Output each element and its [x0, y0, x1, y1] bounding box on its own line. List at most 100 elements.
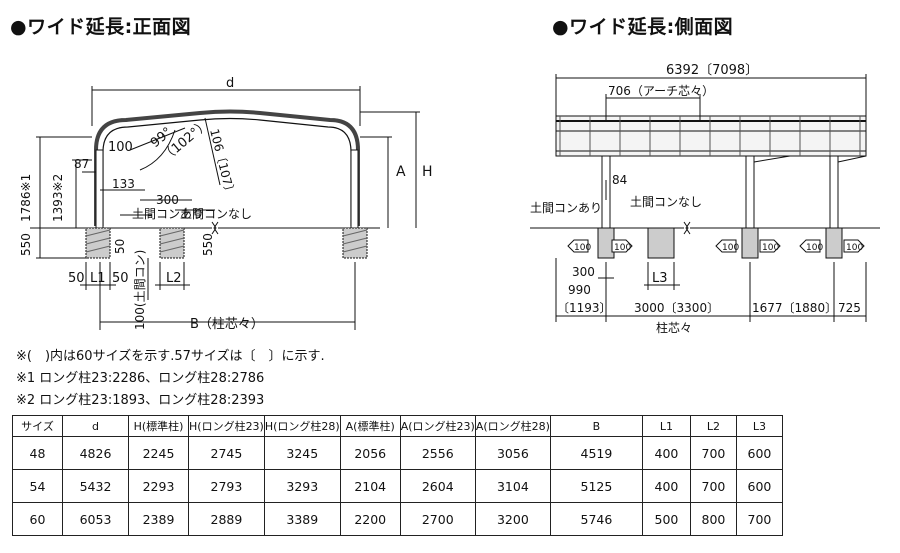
tag-100-1: 100 [574, 243, 591, 253]
dim-300-front: 300 [156, 193, 179, 207]
table-cell: 2389 [128, 502, 189, 536]
note-3: ※2 ロング柱23:1893、ロング柱28:2393 [16, 393, 265, 408]
label-doma-ari-side: 土間コンあり [530, 201, 602, 215]
dim-100-doma: 100(土間コン) [133, 250, 147, 330]
notes: ※( )内は60サイズを示す.57サイズは〔 〕に示す. ※1 ロング柱23:2… [16, 346, 325, 412]
table-cell: 5125 [549, 469, 643, 503]
table-cell: 2745 [188, 436, 265, 470]
table-cell: 500 [641, 502, 691, 536]
table-header: A(ロング柱23) [399, 415, 476, 437]
table-header: サイズ [12, 415, 63, 437]
table-header: A(標準柱) [339, 415, 401, 437]
table-cell: 2556 [399, 436, 476, 470]
dim-87: 87 [74, 157, 89, 171]
dim-106: 106〔107〕 [207, 127, 237, 198]
table-cell: 2293 [128, 469, 189, 503]
table-cell: 800 [689, 502, 737, 536]
table-cell: 3104 [474, 469, 551, 503]
dim-133: 133 [112, 177, 135, 191]
table-cell: 2793 [188, 469, 265, 503]
table-cell: 700 [689, 436, 737, 470]
dim-50-right: 50 [112, 271, 129, 286]
dim-50-left: 50 [68, 271, 85, 286]
table-cell: 54 [12, 469, 63, 503]
table-cell: 2056 [339, 436, 401, 470]
dim-1677: 1677〔1880〕 [752, 301, 837, 315]
table-header: d [62, 415, 129, 437]
tag-100-5: 100 [806, 243, 823, 253]
dim-1786: 1786※1 [19, 174, 33, 222]
dim-3000: 3000〔3300〕 [634, 301, 719, 315]
table-header-row: サイズ d H(標準柱) H(ロング柱23) H(ロング柱28) A(標準柱) … [12, 415, 783, 437]
table-cell: 3389 [263, 502, 341, 536]
table-cell: 3293 [263, 469, 341, 503]
label-doma-nashi-front: 土間コンなし [180, 207, 252, 221]
table-cell: 2104 [339, 469, 401, 503]
dim-84: 84 [612, 173, 627, 187]
dim-550-right: 550 [201, 233, 215, 256]
table-cell: 5432 [62, 469, 129, 503]
dim-L2: L2 [166, 271, 182, 286]
table-header: B [549, 415, 643, 437]
table-cell: 700 [735, 502, 783, 536]
table-cell: 2604 [399, 469, 476, 503]
table-cell: 3245 [263, 436, 341, 470]
table-row: 60 6053 2389 2889 3389 2200 2700 3200 57… [12, 502, 783, 536]
dim-total-side: 6392〔7098〕 [666, 63, 758, 78]
dim-725: 725 [838, 301, 861, 315]
label-doma-nashi-side: 土間コンなし [630, 195, 702, 209]
tag-100-2: 100 [614, 243, 631, 253]
spec-table: サイズ d H(標準柱) H(ロング柱23) H(ロング柱28) A(標準柱) … [12, 415, 783, 536]
tag-100-3: 100 [722, 243, 739, 253]
dim-L1: L1 [90, 271, 106, 286]
table-cell: 5746 [549, 502, 643, 536]
dim-H: H [422, 164, 433, 180]
table-header: H(ロング柱23) [188, 415, 265, 437]
table-cell: 400 [641, 436, 691, 470]
dim-A: A [396, 164, 406, 180]
tag-100-4: 100 [762, 243, 779, 253]
table-cell: 600 [735, 436, 783, 470]
table-cell: 2700 [399, 502, 476, 536]
table-cell: 400 [641, 469, 691, 503]
table-header: A(ロング柱28) [474, 415, 551, 437]
front-view-title: ●ワイド延長:正面図 [10, 16, 192, 38]
table-cell: 3056 [474, 436, 551, 470]
tag-100-6: 100 [846, 243, 863, 253]
dim-d: d [226, 76, 234, 91]
dim-990: 990 [568, 283, 591, 297]
note-1: ※( )内は60サイズを示す.57サイズは〔 〕に示す. [16, 349, 325, 364]
table-cell: 2200 [339, 502, 401, 536]
label-doma-ari-front: 土間コンあり [132, 207, 204, 221]
table-cell: 600 [735, 469, 783, 503]
dim-L3: L3 [652, 271, 668, 286]
table-cell: 4826 [62, 436, 129, 470]
side-view-title: ●ワイド延長:側面図 [552, 16, 734, 38]
table-cell: 2245 [128, 436, 189, 470]
dim-arch: 706（アーチ芯々） [608, 84, 714, 98]
table-cell: 60 [12, 502, 63, 536]
table-cell: 2889 [188, 502, 265, 536]
dim-1393: 1393※2 [51, 174, 65, 222]
table-cell: 700 [689, 469, 737, 503]
dim-50-vertical: 50 [113, 239, 127, 254]
dim-100-top: 100 [108, 140, 133, 155]
dim-300-side: 300 [572, 265, 595, 279]
table-header: H(ロング柱28) [263, 415, 341, 437]
table-row: 48 4826 2245 2745 3245 2056 2556 3056 45… [12, 436, 783, 470]
table-header: L3 [735, 415, 783, 437]
dim-550-left: 550 [19, 233, 33, 256]
table-cell: 3200 [474, 502, 551, 536]
table-row: 54 5432 2293 2793 3293 2104 2604 3104 51… [12, 469, 783, 503]
dim-1193: 〔1193〕 [557, 301, 612, 315]
table-cell: 48 [12, 436, 63, 470]
table-header: L1 [641, 415, 691, 437]
label-hashira: 柱芯々 [656, 320, 692, 335]
table-header: L2 [689, 415, 737, 437]
note-2: ※1 ロング柱23:2286、ロング柱28:2786 [16, 371, 265, 386]
table-cell: 6053 [62, 502, 129, 536]
table-header: H(標準柱) [128, 415, 189, 437]
dim-B: B（柱芯々） [190, 317, 264, 332]
table-cell: 4519 [549, 436, 643, 470]
